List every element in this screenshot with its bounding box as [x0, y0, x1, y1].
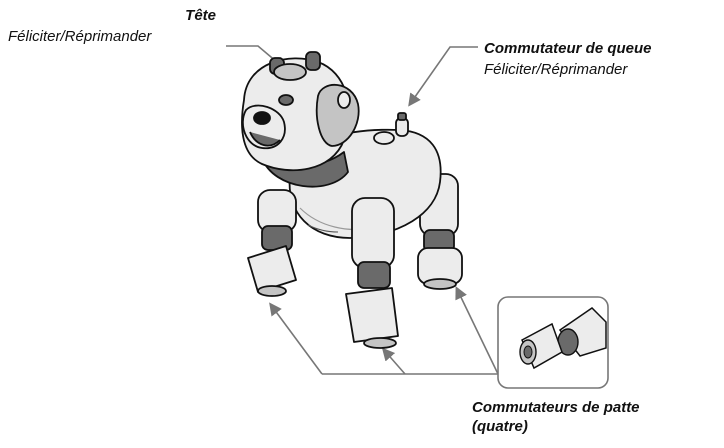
- front-left-leg: [247, 189, 297, 297]
- mouth: [249, 131, 281, 147]
- head-touch-sensor: [273, 63, 307, 81]
- robot-dog: [241, 51, 463, 349]
- head-sensor-right: [305, 51, 321, 71]
- head: [241, 51, 360, 172]
- tail-action-label: Féliciter/Réprimander: [484, 61, 628, 78]
- front-right-leg: [345, 197, 399, 349]
- tail-switch-title: Commutateur de queue: [484, 40, 652, 57]
- eye: [278, 94, 294, 106]
- nose: [253, 111, 271, 125]
- paw-leader-line-front-left: [269, 302, 323, 375]
- leader-lines: [226, 45, 499, 375]
- head-action-label: Féliciter/Réprimander: [8, 28, 152, 45]
- head-title: Tête: [185, 7, 216, 24]
- paw-leader-line-rear: [455, 286, 499, 375]
- paw-detail-inset: [497, 296, 609, 389]
- paw-leader-line-front-right: [381, 347, 406, 375]
- tail-leader-line: [408, 46, 478, 107]
- paw-switches-title: Commutateurs de patte (quatre): [472, 399, 640, 435]
